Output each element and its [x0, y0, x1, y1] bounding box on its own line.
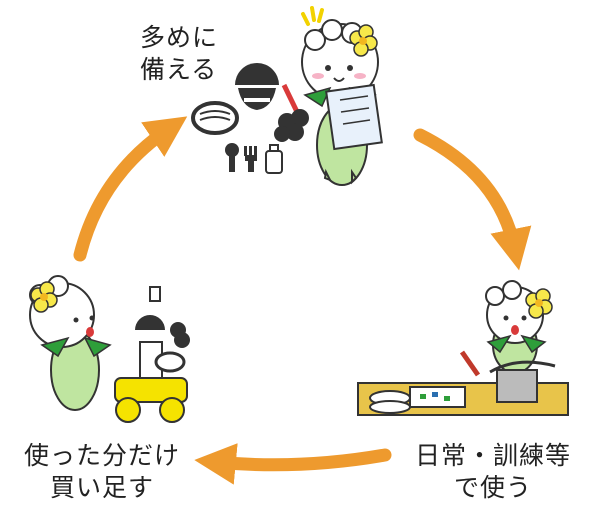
step-label-stockpile-line1: 多めに [140, 23, 219, 52]
ration-pack-icon [274, 109, 309, 142]
arrow-right-to-left [194, 443, 392, 485]
arrow-top-to-right [413, 128, 532, 271]
arrow-left-to-top [73, 116, 188, 262]
step-label-use: 日常・訓練等 で使う [398, 440, 588, 504]
flower-icon [30, 281, 58, 313]
bottle-icon [265, 144, 283, 174]
flower-icon [349, 24, 378, 57]
mascot-with-cart [29, 275, 112, 411]
step-label-use-line1: 日常・訓練等 [414, 441, 571, 470]
mascot-cooking [459, 280, 553, 377]
step-label-replenish-line1: 使った分だけ [23, 441, 180, 470]
step-label-replenish-line2: 買い足す [49, 473, 154, 502]
step-label-stockpile: 多めに 備える [140, 22, 218, 86]
cooking-pot-icon [489, 360, 556, 403]
step-label-stockpile-line2: 備える [140, 55, 218, 84]
rice-bowl-icon [235, 63, 279, 110]
shopping-cart-icon [114, 286, 190, 423]
flower-icon [525, 288, 553, 319]
noodle-bowl-icon [191, 101, 239, 135]
fork-spoon-icon [225, 143, 257, 172]
step-label-replenish: 使った分だけ 買い足す [12, 440, 192, 504]
mascot-with-checklist [281, 6, 383, 186]
step-label-use-line2: で使う [453, 473, 532, 502]
